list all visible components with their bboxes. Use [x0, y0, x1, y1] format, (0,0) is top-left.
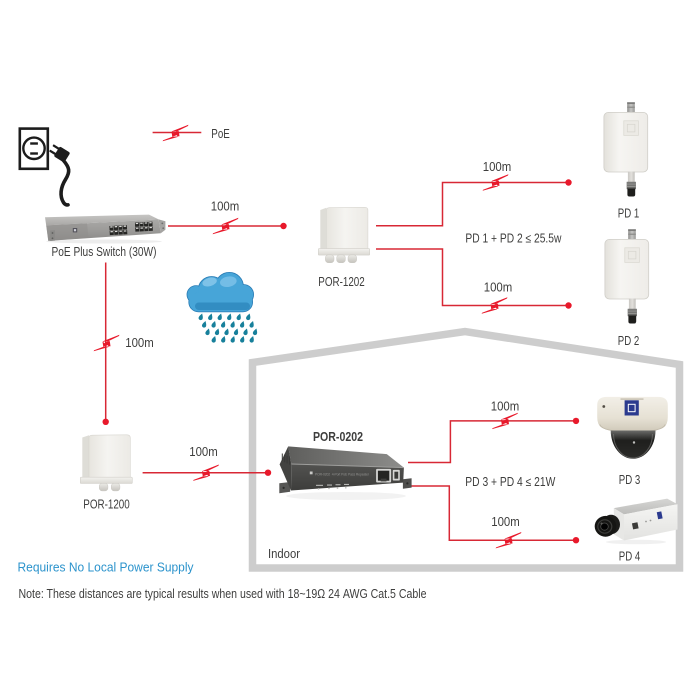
svg-text:POR-1202: POR-1202: [318, 275, 365, 289]
svg-text:PoE Plus Switch (30W): PoE Plus Switch (30W): [52, 245, 157, 259]
svg-text:100m: 100m: [491, 515, 520, 529]
svg-text:100m: 100m: [189, 445, 218, 459]
svg-text:PD 4: PD 4: [619, 550, 641, 564]
svg-text:Requires No Local Power Supply: Requires No Local Power Supply: [18, 560, 194, 575]
svg-text:POR-0202 4-Port PoE Pass Repe: POR-0202 4-Port PoE Pass Repeater: [315, 472, 370, 476]
svg-text:PD 3: PD 3: [619, 473, 641, 487]
svg-text:PD 3 + PD 4 ≤ 21W: PD 3 + PD 4 ≤ 21W: [465, 475, 555, 489]
svg-text:100m: 100m: [211, 200, 240, 214]
svg-text:Note: These distances are typi: Note: These distances are typical result…: [19, 587, 427, 601]
svg-text:PD 1 + PD 2 ≤ 25.5w: PD 1 + PD 2 ≤ 25.5w: [465, 231, 562, 245]
svg-text:100m: 100m: [125, 336, 154, 350]
svg-text:POR-0202: POR-0202: [313, 430, 363, 444]
svg-text:100m: 100m: [483, 160, 512, 174]
svg-text:100m: 100m: [484, 281, 513, 295]
svg-text:100m: 100m: [491, 400, 520, 414]
svg-text:Indoor: Indoor: [268, 547, 300, 561]
svg-text:PoE: PoE: [211, 127, 230, 141]
svg-text:PD 1: PD 1: [618, 207, 640, 221]
svg-text:PD 2: PD 2: [618, 334, 640, 348]
svg-text:POR-1200: POR-1200: [83, 498, 130, 512]
